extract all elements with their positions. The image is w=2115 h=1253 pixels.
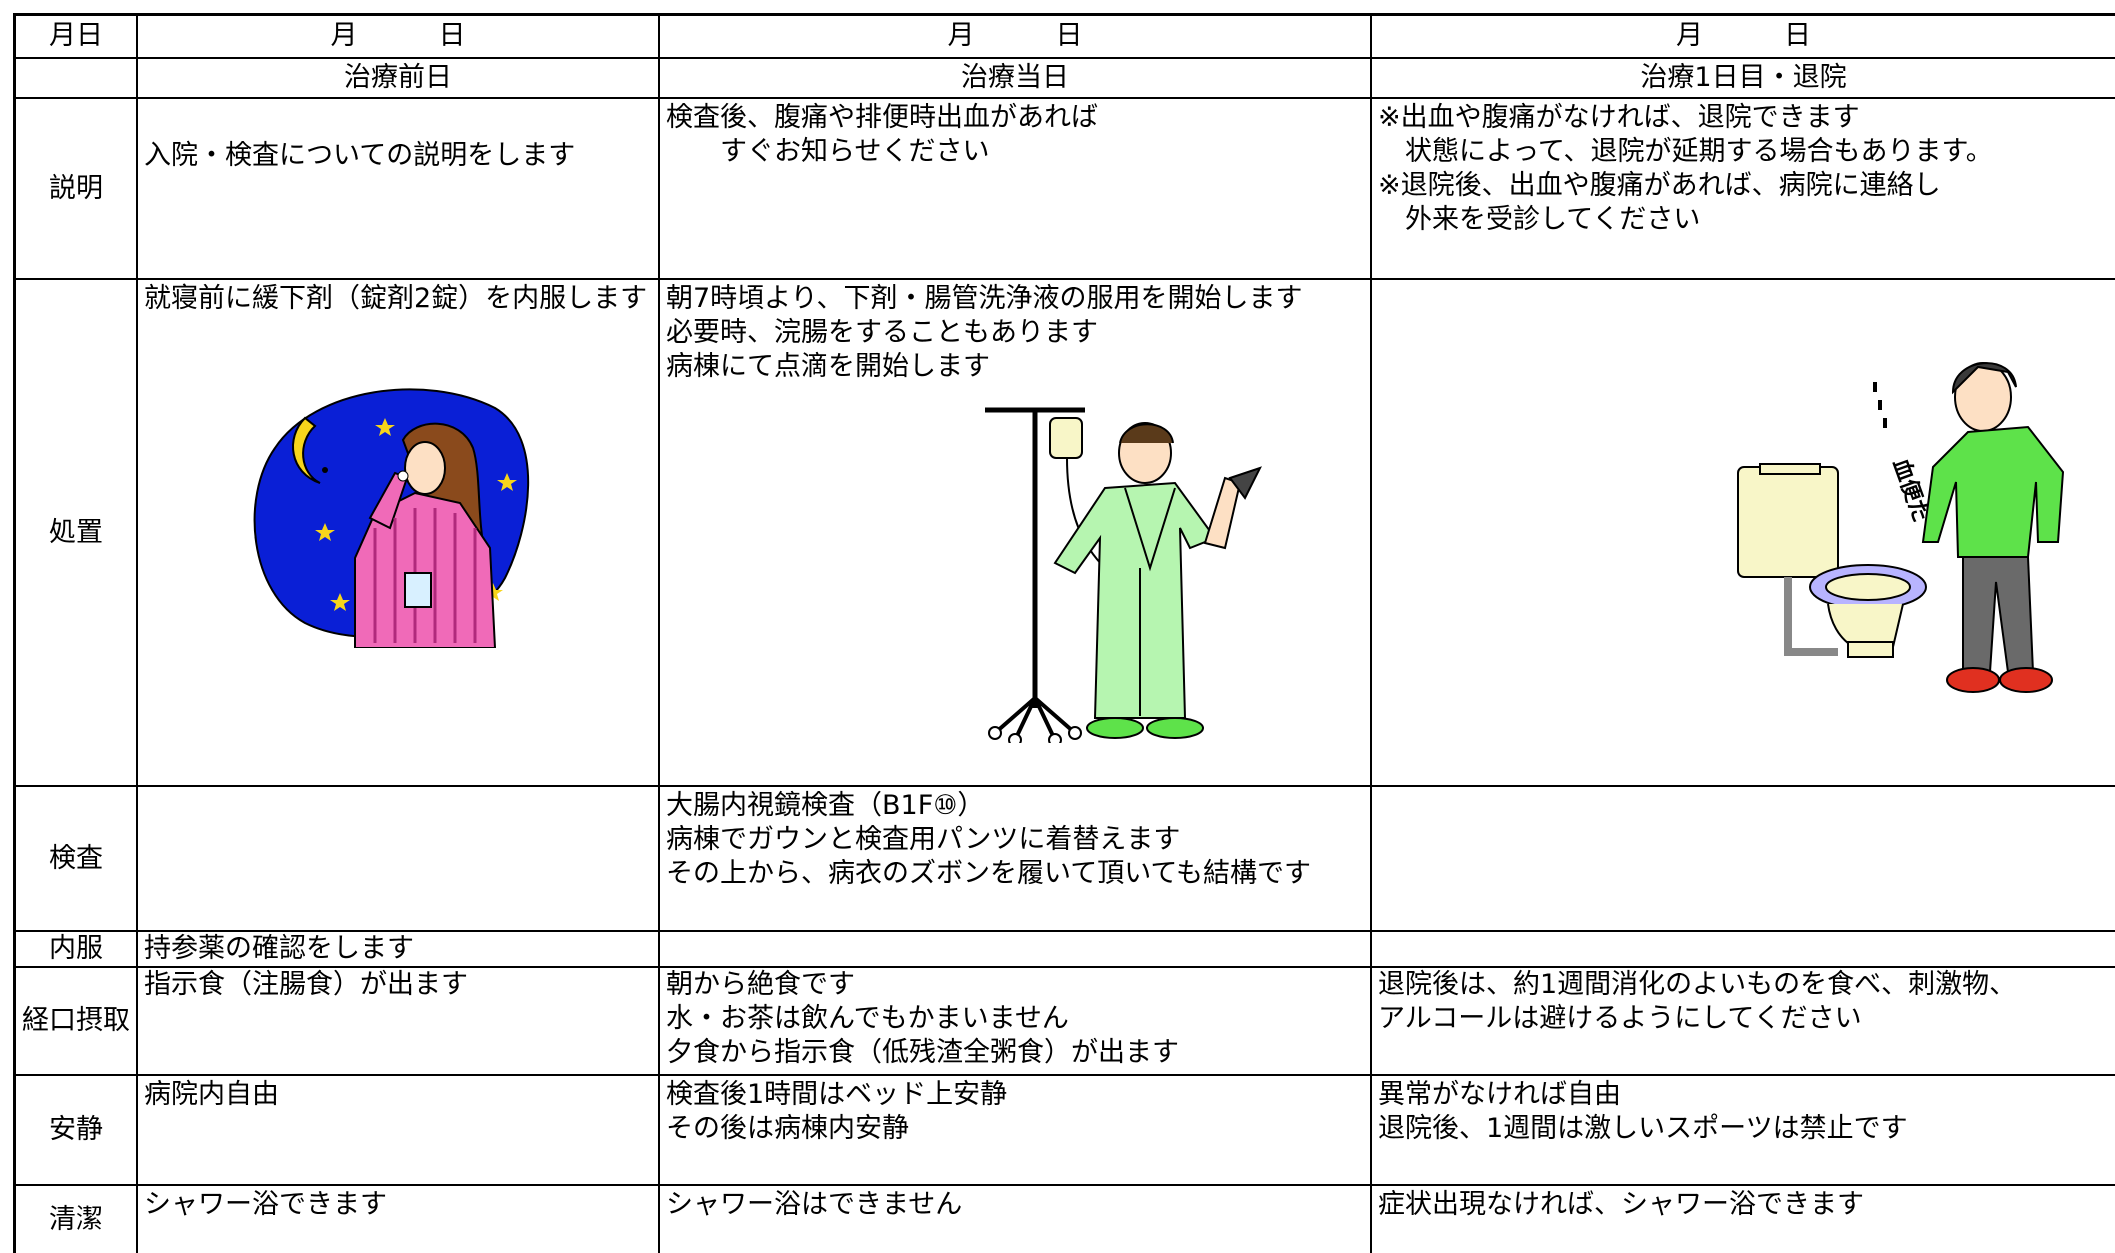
explanation-discharge-day: ※出血や腹痛がなければ、退院できます 状態によって、退院が延期する場合もあります… xyxy=(1378,102,1993,235)
row-label-explanation: 説明 xyxy=(49,172,103,204)
intake-discharge-day: 退院後は、約1週間消化のよいものを食べ、刺激物、 アルコールは避けるようにしてく… xyxy=(1378,969,2017,1034)
corner-header: 月日 xyxy=(49,20,103,51)
grid-line xyxy=(13,13,16,1253)
row-label-examination: 検査 xyxy=(49,842,103,874)
day-header-3: 治療1日目・退院 xyxy=(1640,62,1847,93)
intake-treatment-day: 朝から絶食です 水・お茶は飲んでもかまいません 夕食から指示食（低残渣全粥食）が… xyxy=(666,969,1179,1068)
row-label-rest: 安静 xyxy=(49,1114,103,1145)
medication-day-before: 持参薬の確認をします xyxy=(144,933,414,964)
iv-drip-patient-illustration xyxy=(985,407,1262,743)
procedure-discharge-day xyxy=(1372,280,2115,324)
grid-line xyxy=(13,1184,2115,1186)
rest-discharge-day: 異常がなければ自由 退院後、1週間は激しいスポーツは禁止です xyxy=(1378,1079,1908,1144)
explanation-day-before: 入院・検査についての説明をします xyxy=(144,140,576,171)
grid-line xyxy=(13,785,2115,787)
grid-line xyxy=(1370,13,1372,1253)
row-label-oral-intake: 経口摂取 xyxy=(22,1005,130,1036)
explanation-treatment-day: 検査後、腹痛や排便時出血があれば すぐお知らせください xyxy=(666,102,1098,167)
date-header-3: 月 日 xyxy=(1676,20,1811,51)
grid-line xyxy=(13,13,2115,16)
day-header-2: 治療当日 xyxy=(961,62,1069,93)
grid-line xyxy=(13,97,2115,99)
rest-day-before: 病院内自由 xyxy=(144,1079,279,1110)
day-header-1: 治療前日 xyxy=(344,62,452,93)
grid-line xyxy=(658,13,660,1253)
examination-day-before xyxy=(138,787,658,930)
speech-lines xyxy=(1873,382,1887,428)
grid-line xyxy=(13,278,2115,280)
grid-line xyxy=(13,930,2115,932)
intake-day-before: 指示食（注腸食）が出ます xyxy=(144,969,468,1000)
medication-treatment-day xyxy=(660,932,1370,966)
toilet-bloody-stool-illustration: 血便だ xyxy=(1737,362,2065,693)
row-label-oral-medication: 内服 xyxy=(49,933,103,964)
hygiene-discharge-day: 症状出現なければ、シャワー浴できます xyxy=(1378,1189,1864,1220)
procedure-treatment-day: 朝7時頃より、下剤・腸管洗浄液の服用を開始します 必要時、浣腸をすることもありま… xyxy=(666,283,1303,382)
medication-discharge-day xyxy=(1372,932,2115,966)
examination-discharge-day xyxy=(1372,787,2115,930)
row-label-procedure: 処置 xyxy=(49,516,103,548)
grid-line xyxy=(13,1074,2115,1076)
examination-treatment-day: 大腸内視鏡検査（B1F⑩） 病棟でガウンと検査用パンツに着替えます その上から、… xyxy=(666,790,1312,889)
procedure-day-before: 就寝前に緩下剤（錠剤2錠）を内服します xyxy=(144,283,648,314)
grid-line xyxy=(13,966,2115,968)
hygiene-day-before: シャワー浴できます xyxy=(144,1189,387,1220)
date-header-1: 月 日 xyxy=(330,20,466,51)
night-medicine-illustration xyxy=(253,388,530,648)
row-label-hygiene: 清潔 xyxy=(49,1203,103,1235)
date-header-2: 月 日 xyxy=(947,20,1083,51)
rest-treatment-day: 検査後1時間はベッド上安静 その後は病棟内安静 xyxy=(666,1079,1008,1144)
grid-line xyxy=(136,13,138,1253)
grid-line xyxy=(13,57,2115,59)
hygiene-treatment-day: シャワー浴はできません xyxy=(666,1189,963,1220)
